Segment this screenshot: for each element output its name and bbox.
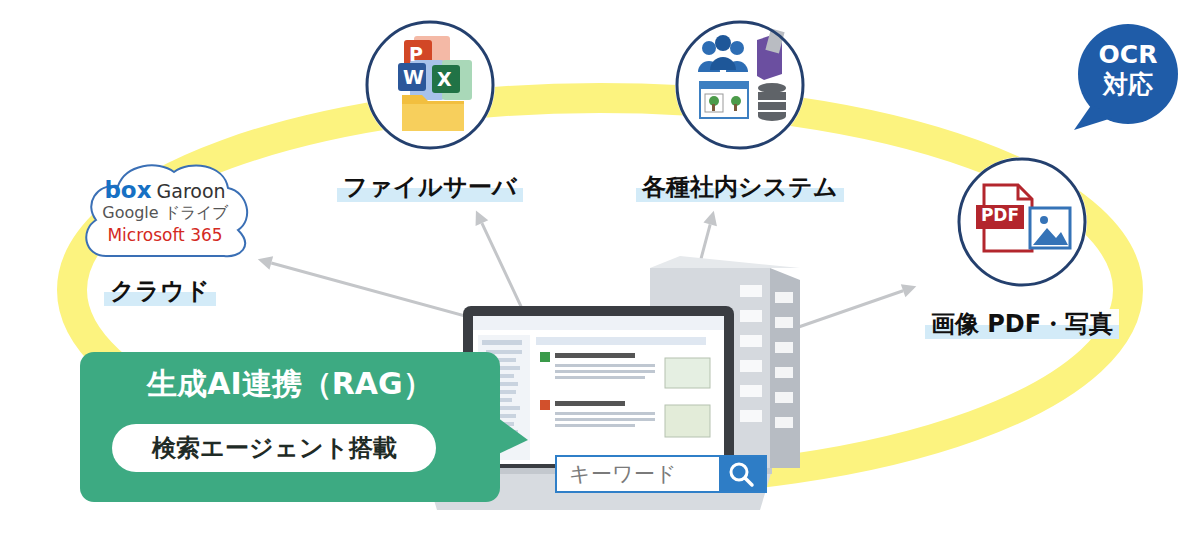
system-node: 各種社内システム — [634, 20, 846, 205]
arrow-head — [703, 211, 717, 226]
node-label: クラウド — [104, 276, 216, 306]
file-server-node: ファイルサーバ — [330, 20, 530, 205]
yellow-ring — [72, 98, 1128, 482]
service-name: Microsoft 365 — [78, 224, 252, 246]
arrow-head — [901, 284, 917, 297]
circle-outline — [365, 20, 495, 150]
icon-letter: W — [403, 68, 424, 87]
search-placeholder: キーワード — [569, 462, 677, 487]
icon-letter: P — [409, 45, 423, 64]
callout-subtitle: 検索エージェント搭載 — [152, 436, 397, 460]
image-pdf-node: PDF 画像 PDF・写真 — [922, 157, 1122, 342]
callout-text: OCR 対応 — [1093, 40, 1163, 100]
cloud-logo-row: box Garoon — [78, 178, 252, 203]
rag-callout: 検索エージェント搭載 生成AI連携（RAG） — [80, 352, 500, 502]
circle-outline — [675, 20, 805, 150]
circle-grounds — [365, 20, 1087, 287]
cloud-text: box GaroonGoogle ドライブMicrosoft 365 — [78, 178, 252, 246]
system-icons — [698, 29, 786, 121]
pdf-icon-text: PDF — [980, 207, 1020, 224]
search-button — [719, 457, 765, 491]
service-name: Google ドライブ — [78, 203, 252, 224]
bubble-tail — [1074, 104, 1112, 130]
button-ground — [719, 457, 765, 491]
search-box: キーワード — [555, 455, 767, 493]
magnifier-handle — [745, 478, 752, 485]
arrow-head — [258, 256, 273, 270]
ocr-bubble: OCR 対応 — [1070, 22, 1180, 132]
office-file-icons — [398, 36, 472, 131]
node-label: 各種社内システム — [636, 172, 844, 202]
box-logo: box — [104, 178, 151, 203]
service-name: Garoon — [157, 181, 226, 202]
agent-pill: 検索エージェント搭載 — [112, 424, 436, 472]
node-label: 画像 PDF・写真 — [925, 309, 1119, 339]
callout-title: 生成AI連携（RAG） — [80, 366, 500, 402]
pdf-image-icons — [976, 185, 1070, 251]
circle-outline — [957, 157, 1087, 287]
cloud-node: box GaroonGoogle ドライブMicrosoft 365 クラウド — [78, 158, 252, 310]
circle-border — [367, 22, 493, 148]
arrow-head — [476, 210, 489, 226]
icon-letter: X — [437, 70, 452, 89]
node-label: ファイルサーバ — [337, 172, 523, 202]
circle-border — [959, 159, 1085, 285]
circle-border — [677, 22, 803, 148]
